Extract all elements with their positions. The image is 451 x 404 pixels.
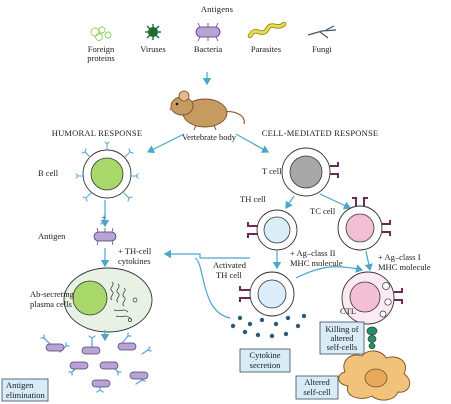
antigen-label-proteins-1: Foreign <box>88 44 115 54</box>
antigen-label-viruses: Viruses <box>140 44 165 54</box>
plus-sign: + <box>102 212 107 222</box>
t-cell <box>281 147 339 197</box>
arrow-th-to-b-cytokines <box>163 249 250 259</box>
antigen-elimination-1: Antigen <box>6 380 34 390</box>
protein-icon <box>90 26 112 41</box>
cytokine-secretion-2: secretion <box>250 360 281 370</box>
tc-cell-label: TC cell <box>310 206 336 216</box>
bacteria-icon <box>195 22 221 42</box>
arrow-tc-to-ctl <box>364 250 373 272</box>
host-label: Vertebrate body <box>182 132 237 142</box>
arrow-t-to-th <box>285 195 295 209</box>
antigen-label-fungi: Fungi <box>312 44 332 54</box>
virus-icon <box>145 24 161 40</box>
mhc1-line2: MHC molecule <box>378 262 431 272</box>
mhc1-line1: + Ag–class I <box>378 252 421 262</box>
b-cell-receptors <box>75 141 139 202</box>
plasma-label-2: plasma cells <box>30 299 72 309</box>
t-cell-receptor <box>330 162 339 178</box>
b-cell-label: B cell <box>38 168 59 178</box>
t-cell-label: T cell <box>262 166 282 176</box>
parasite-icon <box>247 21 287 39</box>
cytokine-secretion-1: Cytokine <box>249 350 280 360</box>
altered-self-line2: self-cell <box>303 387 331 397</box>
altered-self-line1: Altered <box>304 377 330 387</box>
th-cytokines-line1: + TH-cell <box>118 246 152 256</box>
cell-mediated-heading: CELL-MEDIATED RESPONSE <box>262 128 379 138</box>
cytokine-secretion-box <box>239 348 291 373</box>
th-cell <box>247 209 298 251</box>
antigen-label-bacteria: Bacteria <box>194 44 223 54</box>
arrow-th-to-ctl <box>295 264 364 279</box>
mouse-icon <box>169 90 245 131</box>
killing-line3: self-cells <box>327 342 358 352</box>
th-cell-receptor <box>247 222 258 238</box>
arrow-to-humoral <box>146 133 185 154</box>
antigen-label-proteins-2: proteins <box>87 53 114 63</box>
tc-cell <box>337 197 391 251</box>
fungi-icon <box>307 25 337 39</box>
killing-box <box>319 321 365 355</box>
th-cell-label: TH cell <box>240 194 266 204</box>
plasma-label-1: Ab-secreting <box>30 289 75 299</box>
altered-self-cell <box>338 350 411 401</box>
activated-th-cell <box>239 271 295 317</box>
cytokine-dots <box>230 313 307 339</box>
ctl-label: CTL <box>340 306 356 316</box>
arrow-t-to-tc <box>319 193 352 210</box>
mhc2-line2: MHC molecule <box>290 258 343 268</box>
arrow-to-cell-mediated <box>235 133 270 153</box>
activated-th-line1: Activated <box>213 260 247 270</box>
mhc2-line1: + Ag–class II <box>290 248 336 258</box>
antigen-elimination-2: elimination <box>6 390 45 400</box>
perforin-granules <box>366 326 378 350</box>
antigen-label-parasites: Parasites <box>251 44 281 54</box>
antibody-antigen-cluster <box>40 332 152 393</box>
humoral-heading: HUMORAL RESPONSE <box>52 128 143 138</box>
arrow-cytokine-feedback <box>194 257 231 319</box>
antigen-label: Antigen <box>38 231 66 241</box>
diagram-title: Antigens <box>201 4 233 14</box>
altered-self-box <box>295 375 339 400</box>
plasma-cell <box>63 267 153 333</box>
activated-th-line2: TH cell <box>216 270 242 280</box>
antigen-elimination-box <box>1 378 49 402</box>
b-cell <box>75 141 139 202</box>
ctl-cell <box>341 271 403 325</box>
th-cytokines-line2: cytokines <box>118 256 151 266</box>
killing-line2: altered <box>330 333 354 343</box>
killing-line1: Killing of <box>325 324 358 334</box>
tc-cell-receptor <box>352 197 391 236</box>
